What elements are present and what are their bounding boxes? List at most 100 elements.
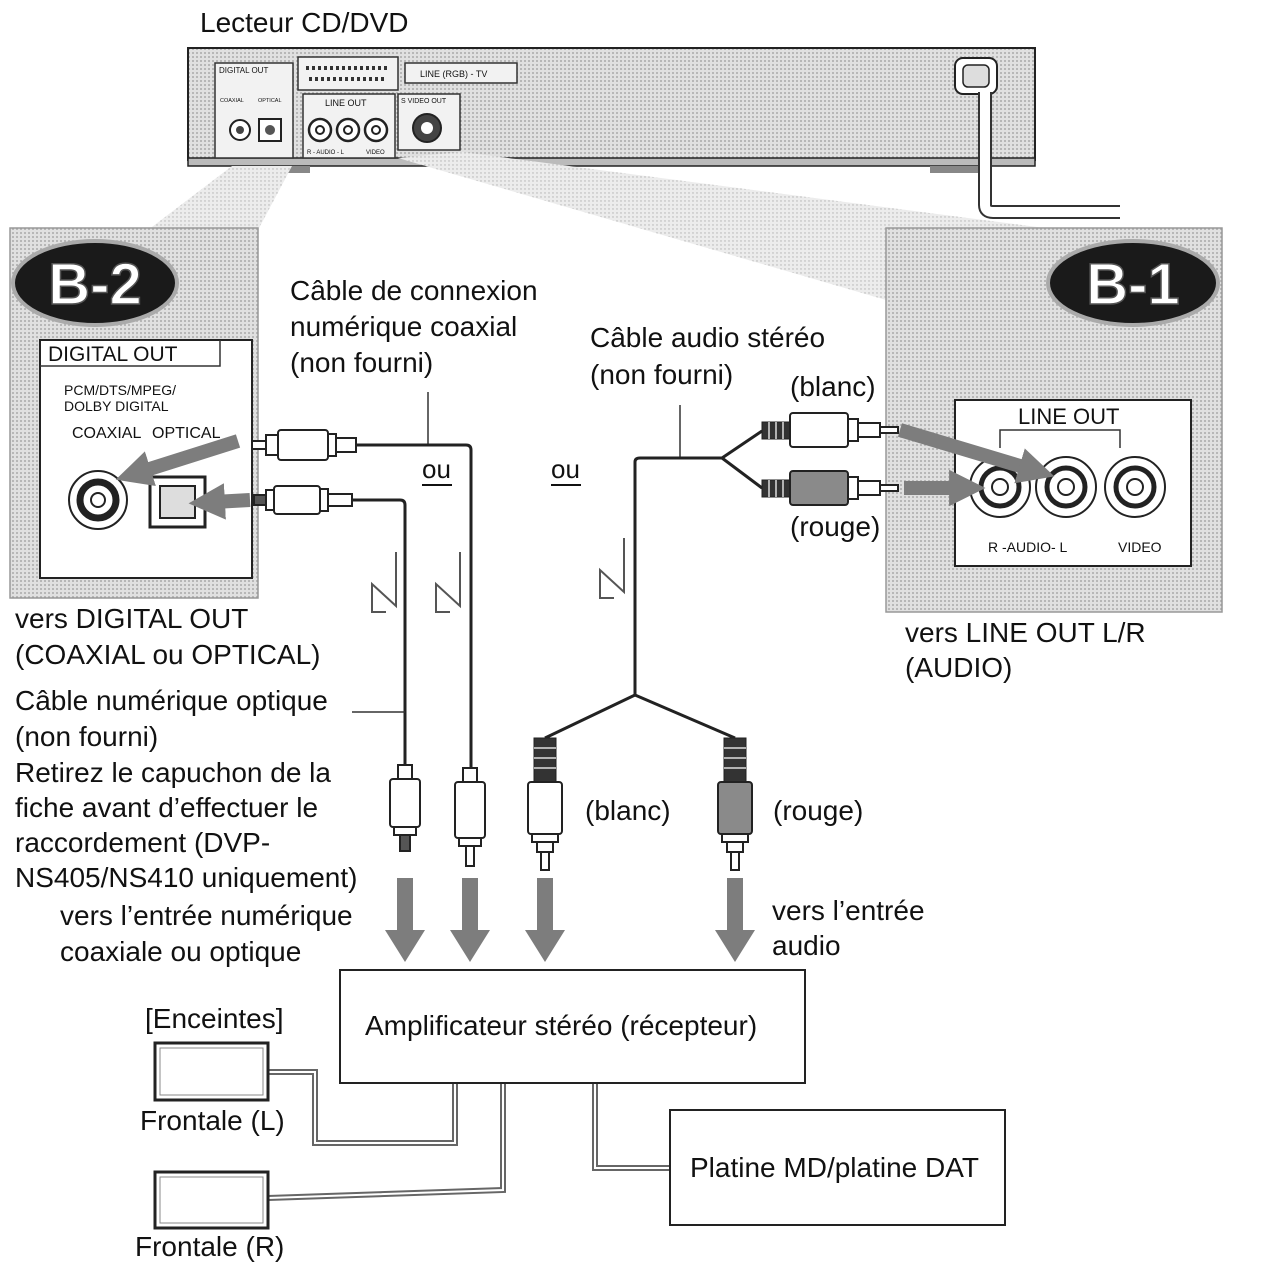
player-coaxial-jack-core — [236, 126, 244, 134]
coax-cable-label-line3: (non fourni) — [290, 347, 433, 378]
optical-plug-top — [253, 485, 353, 515]
coax-plug-bottom-boot — [462, 767, 478, 783]
or-label-digital: ou — [422, 454, 451, 484]
player-scart-connector — [297, 56, 399, 91]
digital-input-label-line1: vers l’entrée numérique — [60, 900, 353, 931]
wire-recorder — [592, 1083, 670, 1171]
audio-input-label-line1: vers l’entrée — [772, 895, 925, 926]
wire-speaker-left-inner — [268, 1071, 456, 1144]
player-digital-out-block: DIGITAL OUT COAXIAL OPTICAL — [214, 62, 294, 159]
player-s-video-label: S VIDEO OUT — [401, 98, 447, 105]
speaker-right-inner — [159, 1176, 264, 1224]
audio-plug-red-top — [761, 470, 899, 506]
audio-cable-red-lower — [634, 693, 736, 740]
b2-panel: B-2 DIGITAL OUT PCM/DTS/MPEG/ DOLBY DIGI… — [9, 227, 259, 599]
optical-plug-bottom-ring — [393, 826, 417, 836]
wire-recorder-inner — [594, 1083, 670, 1169]
player-s-video-block: S VIDEO OUT — [397, 93, 461, 151]
coax-plug-top-sleeve — [265, 434, 279, 456]
coax-plug-bottom-ring — [458, 837, 482, 847]
b2-format-line2: DOLBY DIGITAL — [64, 398, 169, 414]
b1-badge — [1046, 239, 1220, 327]
b1-projection-beam — [398, 152, 1060, 300]
audio-plug-white-top-sleeve — [857, 422, 881, 438]
b2-header-rule — [40, 340, 221, 367]
audio-cable-label-line1: Câble audio stéréo — [590, 322, 825, 353]
b1-audio-label: R -AUDIO- L — [988, 539, 1068, 555]
audio-plug-white-top-ring — [847, 418, 859, 442]
audio-plug-white-bottom — [527, 737, 563, 871]
player-line-out-label: LINE OUT — [325, 98, 367, 108]
b1-panel: B-1 LINE OUT R -AUDIO- L VIDEO — [885, 227, 1223, 613]
optical-plug-top-boot — [327, 493, 353, 507]
optical-plug-bottom — [389, 764, 421, 852]
optical-cable-note-line2: fiche avant d’effectuer le — [15, 792, 318, 823]
player-digital-out-frame — [214, 62, 294, 159]
power-cord-fill — [980, 92, 1120, 217]
amplifier-box — [339, 969, 806, 1084]
audio-plug-white-bottom-pin — [540, 851, 550, 871]
b2-badge — [11, 239, 179, 327]
audio-plug-red-bottom-sleeve — [726, 841, 744, 853]
audio-plug-white-top-body — [789, 412, 849, 448]
audio-flow-mark — [599, 538, 625, 599]
b1-header-rule — [999, 429, 1121, 448]
b1-badge-label: B-1 — [1086, 252, 1179, 317]
speaker-left-inner — [159, 1047, 264, 1096]
amplifier-label: Amplificateur stéréo (récepteur) — [365, 1010, 757, 1041]
audio-plug-red-bottom-pin — [730, 851, 740, 871]
optical-cable-note-line4: NS405/NS410 uniquement) — [15, 862, 357, 893]
audio-plug-red-top-sleeve — [857, 480, 881, 496]
audio-plug-red-top-ring — [847, 476, 859, 500]
recorder-label: Platine MD/platine DAT — [690, 1152, 979, 1183]
audio-cable-label-line2: (non fourni) — [590, 359, 733, 390]
b1-caption-line1: vers LINE OUT L/R — [905, 617, 1146, 648]
scart-frame — [297, 56, 399, 91]
coax-plug-bottom-body — [454, 781, 486, 839]
audio-red-top-label: (rouge) — [790, 511, 880, 542]
recorder-box — [669, 1109, 1006, 1226]
optical-plug-top-sleeve — [265, 489, 275, 511]
optical-plug-top-tip — [253, 494, 267, 506]
optical-cable-note-line1: Retirez le capuchon de la — [15, 757, 331, 788]
audio-plug-red-bottom-ring — [721, 833, 749, 843]
coax-cable — [356, 443, 473, 768]
coax-plug-top-pin — [251, 440, 267, 450]
speaker-left-box — [153, 1041, 270, 1102]
audio-plug-white-bottom-body — [527, 781, 563, 835]
power-inlet-core — [962, 64, 990, 88]
player-digital-out-label: DIGITAL OUT — [219, 66, 268, 75]
b2-badge-label: B-2 — [48, 252, 141, 317]
b1-video-jack-core — [1126, 478, 1144, 496]
audio-cable-white-branch — [721, 429, 763, 460]
coax-cable-label-line2: numérique coaxial — [290, 311, 517, 342]
b2-format-line1: PCM/DTS/MPEG/ — [64, 382, 176, 398]
b2-jack-panel — [39, 339, 253, 579]
player-s-video-jack-core — [421, 122, 433, 134]
b2-optical-arrow — [188, 483, 251, 520]
coax-plug-top — [251, 429, 357, 461]
optical-plug-bottom-body — [389, 778, 421, 828]
speaker-right-label: Frontale (R) — [135, 1231, 284, 1262]
coax-flow-mark — [435, 552, 461, 613]
audio-cable-red-branch — [721, 456, 763, 490]
player-bottom-lip — [187, 157, 1036, 167]
optical-flow-mark — [371, 552, 397, 613]
b2-caption-line2: (COAXIAL ou OPTICAL) — [15, 639, 321, 670]
audio-red-bottom-label: (rouge) — [773, 795, 863, 826]
b2-optical-jack-core — [159, 485, 196, 519]
b2-projection-beam — [148, 166, 292, 230]
player-unit: DIGITAL OUT COAXIAL OPTICAL LINE (RGB) -… — [187, 47, 1120, 219]
player-foot-right — [930, 166, 990, 173]
b2-coaxial-arrow — [115, 434, 241, 487]
audio-white-top-label: (blanc) — [790, 371, 876, 402]
coax-plug-bottom-pin — [465, 845, 475, 867]
audio-cable-white-lower — [544, 693, 636, 740]
player-coaxial-label: COAXIAL — [220, 98, 244, 104]
b2-coaxial-jack-core — [90, 492, 106, 508]
audio-white-bottom-label: (blanc) — [585, 795, 671, 826]
coax-plug-top-boot — [335, 437, 357, 453]
player-line-rgb-plate — [404, 62, 518, 84]
player-audio-l-jack-core — [343, 125, 353, 135]
down-arrow-audio-red — [715, 878, 755, 962]
